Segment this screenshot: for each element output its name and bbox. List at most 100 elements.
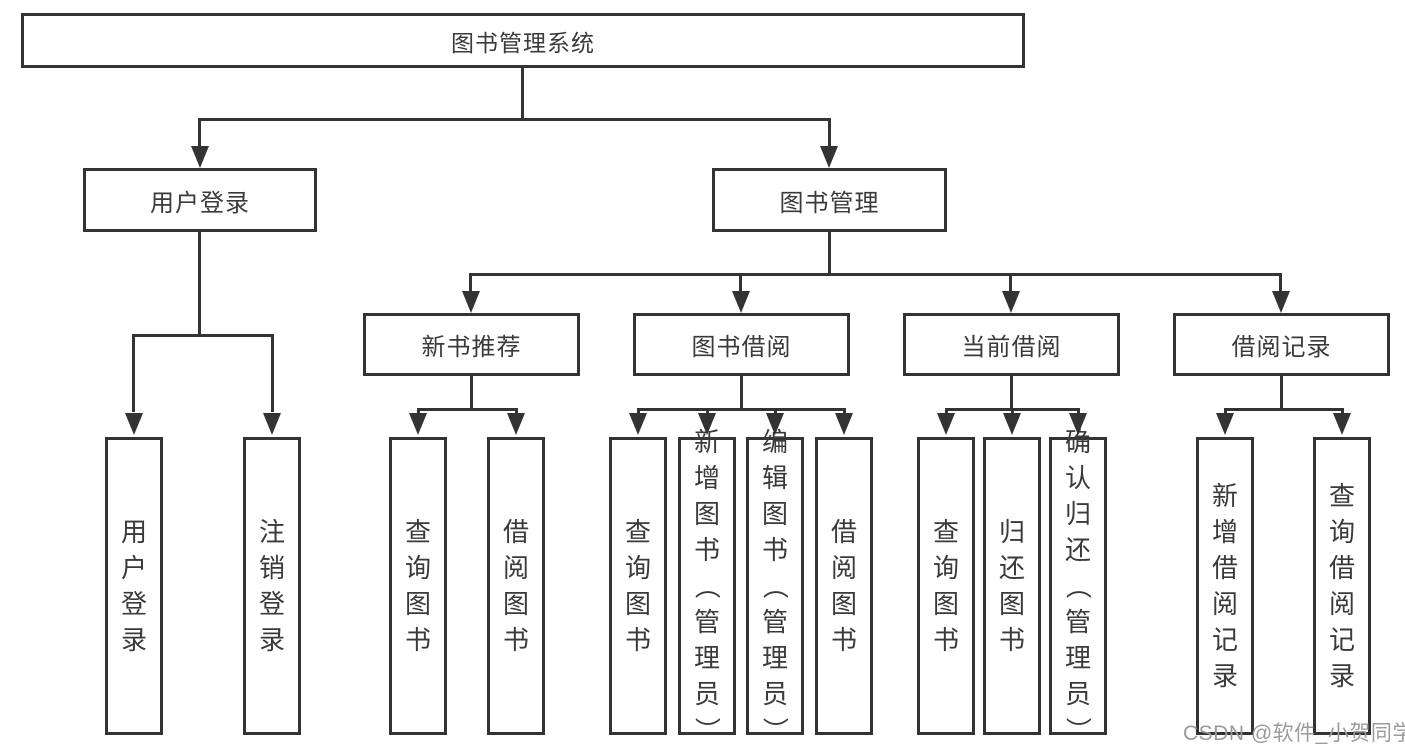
vertical-label-char: 阅 <box>1328 589 1355 619</box>
vertical-label-char: 管 <box>693 607 720 637</box>
vertical-label-char: 书 <box>761 535 788 565</box>
vertical-label-char: 询 <box>404 553 431 583</box>
vertical-label-char: 员 <box>761 679 788 709</box>
leaf-confirm-return-admin: 确认归还（管理员） <box>1049 427 1107 743</box>
vertical-label-char: 询 <box>932 553 959 583</box>
connector-line-vertical <box>828 118 831 148</box>
vertical-label-char: 理 <box>693 643 720 673</box>
vertical-label-char: 图 <box>404 589 431 619</box>
vertical-label-char: 录 <box>258 625 285 655</box>
leaf-query-borrow-record: 查询借阅记录 <box>1313 437 1371 735</box>
arrowhead-down-icon <box>835 413 853 435</box>
vertical-label-char: 借 <box>1328 553 1355 583</box>
connector-line-horizontal <box>946 408 1079 411</box>
vertical-label-char: 还 <box>998 553 1025 583</box>
csdn-watermark: CSDN @软件_小贺同学 <box>1183 722 1405 745</box>
vertical-label-char: 图 <box>932 589 959 619</box>
vertical-label-char: ） <box>760 716 790 743</box>
vertical-label-char: 理 <box>761 643 788 673</box>
connector-line-vertical <box>1279 273 1282 293</box>
connector-line-vertical <box>469 273 472 293</box>
arrowhead-down-icon <box>409 413 427 435</box>
leaf-query-book-1: 查询图书 <box>389 437 447 735</box>
node-new-book-recommendation: 新书推荐 <box>363 313 580 376</box>
vertical-label-char: 图 <box>624 589 651 619</box>
leaf-query-book-2: 查询图书 <box>609 437 667 735</box>
vertical-label-char: （ <box>760 572 790 599</box>
arrowhead-down-icon <box>629 413 647 435</box>
node-book-management: 图书管理 <box>712 168 947 232</box>
vertical-label-char: 书 <box>624 625 651 655</box>
arrowhead-down-icon <box>462 291 480 313</box>
vertical-label-char: 录 <box>1328 661 1355 691</box>
vertical-label-char: 图 <box>502 589 529 619</box>
connector-line-vertical <box>739 273 742 293</box>
vertical-label-char: 员 <box>693 679 720 709</box>
arrowhead-down-icon <box>698 413 716 435</box>
connector-line-vertical <box>198 118 201 148</box>
leaf-user-login: 用户登录 <box>105 437 163 735</box>
vertical-label-char: 登 <box>120 589 147 619</box>
vertical-label-char: 管 <box>761 607 788 637</box>
connector-line-vertical <box>271 334 274 412</box>
leaf-query-book-3: 查询图书 <box>917 437 975 735</box>
vertical-label-char: 记 <box>1328 625 1355 655</box>
arrowhead-down-icon <box>1069 413 1087 435</box>
vertical-label-char: 图 <box>693 499 720 529</box>
vertical-label-char: 借 <box>830 517 857 547</box>
leaf-return-book: 归还图书 <box>983 437 1041 735</box>
vertical-label-char: 员 <box>1064 679 1091 709</box>
vertical-label-char: 认 <box>1064 463 1091 493</box>
leaf-borrow-book-1: 借阅图书 <box>487 437 545 735</box>
leaf-add-book-admin: 新增图书（管理员） <box>678 427 736 743</box>
vertical-label-char: 记 <box>1211 625 1238 655</box>
leaf-logout: 注销登录 <box>243 437 301 735</box>
vertical-label-char: 还 <box>1064 535 1091 565</box>
vertical-label-char: 管 <box>1064 607 1091 637</box>
vertical-label-char: 书 <box>932 625 959 655</box>
arrowhead-down-icon <box>191 146 209 168</box>
vertical-label-char: 图 <box>761 499 788 529</box>
vertical-label-char: 书 <box>404 625 431 655</box>
vertical-label-char: 用 <box>120 517 147 547</box>
leaf-add-borrow-record: 新增借阅记录 <box>1196 437 1254 735</box>
connector-line-horizontal <box>1225 408 1343 411</box>
node-root-system: 图书管理系统 <box>21 13 1025 68</box>
vertical-label-char: 增 <box>693 463 720 493</box>
connector-line-horizontal <box>133 334 274 337</box>
vertical-label-char: 书 <box>693 535 720 565</box>
vertical-label-char: ） <box>692 716 722 743</box>
connector-line-vertical <box>521 68 524 118</box>
vertical-label-char: （ <box>1063 572 1093 599</box>
arrowhead-down-icon <box>1003 413 1021 435</box>
node-book-borrowing: 图书借阅 <box>633 313 850 376</box>
connector-line-horizontal <box>198 118 831 121</box>
leaf-borrow-book-2: 借阅图书 <box>815 437 873 735</box>
leaf-edit-book-admin: 编辑图书（管理员） <box>746 427 804 743</box>
arrowhead-down-icon <box>937 413 955 435</box>
vertical-label-char: 阅 <box>502 553 529 583</box>
vertical-label-char: 销 <box>258 553 285 583</box>
arrowhead-down-icon <box>1002 291 1020 313</box>
connector-line-vertical <box>198 232 201 334</box>
vertical-label-char: 借 <box>1211 553 1238 583</box>
connector-line-vertical <box>1010 376 1013 408</box>
vertical-label-char: 理 <box>1064 643 1091 673</box>
vertical-label-char: 查 <box>624 517 651 547</box>
vertical-label-char: 增 <box>1211 517 1238 547</box>
vertical-label-char: 阅 <box>1211 589 1238 619</box>
connector-line-horizontal <box>418 408 517 411</box>
arrowhead-down-icon <box>507 413 525 435</box>
vertical-label-char: 查 <box>932 517 959 547</box>
vertical-label-char: 户 <box>120 553 147 583</box>
vertical-label-char: 书 <box>502 625 529 655</box>
arrowhead-down-icon <box>125 413 143 435</box>
arrowhead-down-icon <box>766 413 784 435</box>
arrowhead-down-icon <box>1272 291 1290 313</box>
vertical-label-char: ） <box>1063 716 1093 743</box>
connector-line-vertical <box>740 376 743 408</box>
node-current-borrowing: 当前借阅 <box>903 313 1120 376</box>
vertical-label-char: 图 <box>998 589 1025 619</box>
vertical-label-char: 录 <box>1211 661 1238 691</box>
